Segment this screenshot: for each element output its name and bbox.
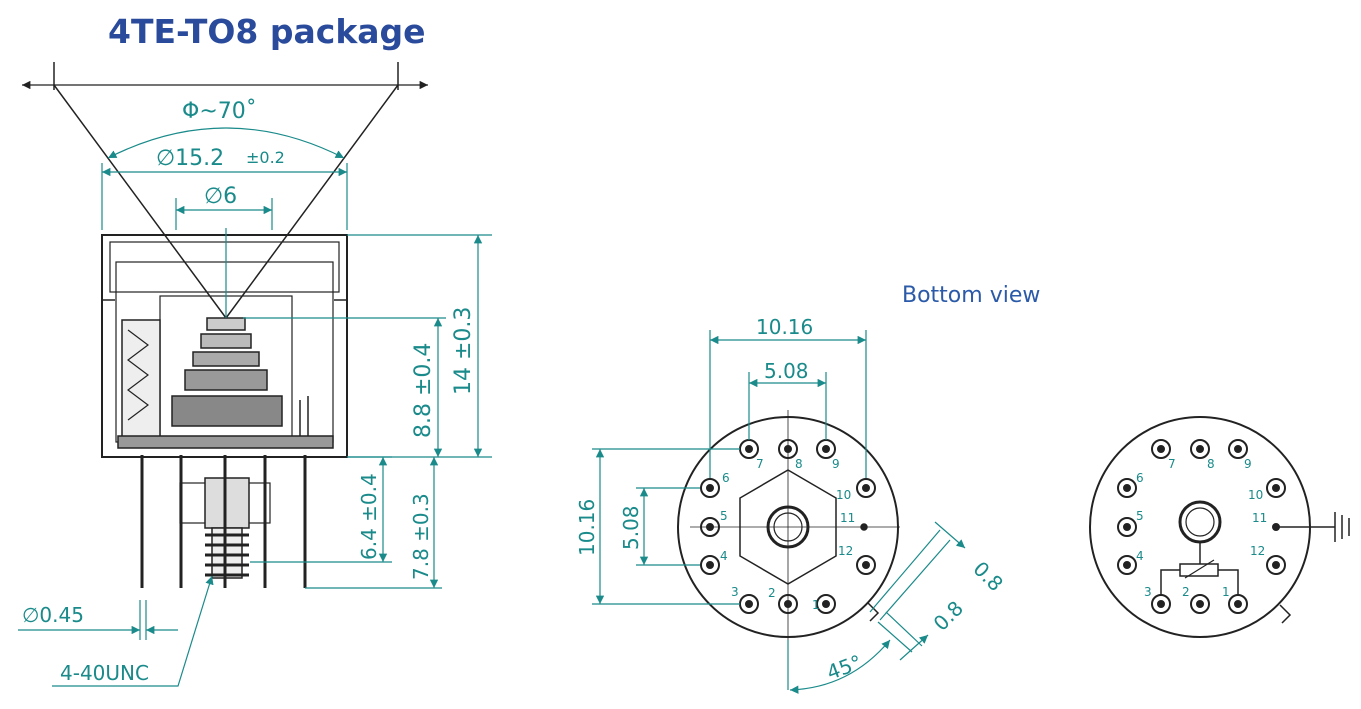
schem-pin-5-label: 5 — [1136, 509, 1144, 523]
bottom-view-schematic — [1089, 416, 1350, 638]
pin-pitch-label: 5.08 — [764, 359, 809, 383]
schem-pin-8-label: 8 — [1207, 457, 1215, 471]
schem-pin-9-label: 9 — [1244, 457, 1252, 471]
pin-7-label: 7 — [756, 457, 764, 471]
schem-pin-4-label: 4 — [1136, 549, 1144, 563]
pin-circle-width-label: 10.16 — [756, 315, 813, 339]
pin-5-label: 5 — [720, 509, 728, 523]
pin-circle-height-label: 10.16 — [575, 499, 599, 556]
schem-pin-10-label: 10 — [1248, 488, 1263, 502]
pin-length-b-label: 7.8 ±0.3 — [409, 493, 433, 580]
pin-length-a-label: 6.4 ±0.4 — [357, 473, 381, 560]
pin-pitch-vertical-label: 5.08 — [619, 505, 643, 550]
pin-6-label: 6 — [722, 471, 730, 485]
height-chip-label: 8.8 ±0.4 — [411, 343, 436, 438]
pin-10-label: 10 — [836, 488, 851, 502]
pin-4-label: 4 — [720, 549, 728, 563]
bottom-view-label: Bottom view — [902, 283, 1041, 308]
view-angle-label: Φ~70˚ — [182, 99, 257, 124]
outer-tolerance-label: ±0.2 — [246, 148, 285, 167]
tab-angle-label: 45° — [824, 650, 866, 685]
window-diameter-label: ∅6 — [204, 184, 237, 209]
height-total-label: 14 ±0.3 — [451, 307, 476, 395]
pin-11-label: 11 — [840, 511, 855, 525]
side-view-dimensions — [18, 127, 492, 687]
bottom-view-dimension-labels: 10.16 5.08 10.16 5.08 0.8 0.8 45° — [575, 315, 1008, 685]
bottom-view-pin-numbers: 1 2 3 4 5 6 7 8 9 10 11 12 — [720, 457, 855, 612]
pin-12-label: 12 — [838, 544, 853, 558]
schem-pin-3-label: 3 — [1144, 585, 1152, 599]
thread-label: 4-40UNC — [60, 661, 149, 685]
schem-pin-11-label: 11 — [1252, 511, 1267, 525]
pin-9-label: 9 — [832, 457, 840, 471]
bottom-view-dimensions — [592, 330, 966, 694]
bottom-view-pins — [700, 439, 876, 614]
tab-dimension-a-label: 0.8 — [968, 557, 1007, 596]
outer-diameter-label: ∅15.2 — [156, 146, 224, 171]
schem-pin-7-label: 7 — [1168, 457, 1176, 471]
pin-1-label: 1 — [812, 598, 820, 612]
pin-2-label: 2 — [768, 586, 776, 600]
schem-pin-2-label: 2 — [1182, 585, 1190, 599]
bottom-view-schematic-pin-numbers: 1 2 3 4 5 6 7 8 9 10 11 12 — [1136, 457, 1267, 599]
schem-pin-12-label: 12 — [1250, 544, 1265, 558]
page-title: 4TE-TO8 package — [108, 12, 426, 51]
schem-pin-1-label: 1 — [1222, 585, 1230, 599]
tab-dimension-b-label: 0.8 — [929, 596, 968, 635]
pin-8-label: 8 — [795, 457, 803, 471]
side-view — [22, 62, 428, 588]
schem-pin-6-label: 6 — [1136, 471, 1144, 485]
side-view-labels: Φ~70˚ ∅15.2 ±0.2 ∅6 14 ±0.3 8.8 ±0.4 6.4… — [22, 99, 476, 685]
pin-diameter-label: ∅0.45 — [22, 603, 84, 627]
pin-3-label: 3 — [731, 585, 739, 599]
